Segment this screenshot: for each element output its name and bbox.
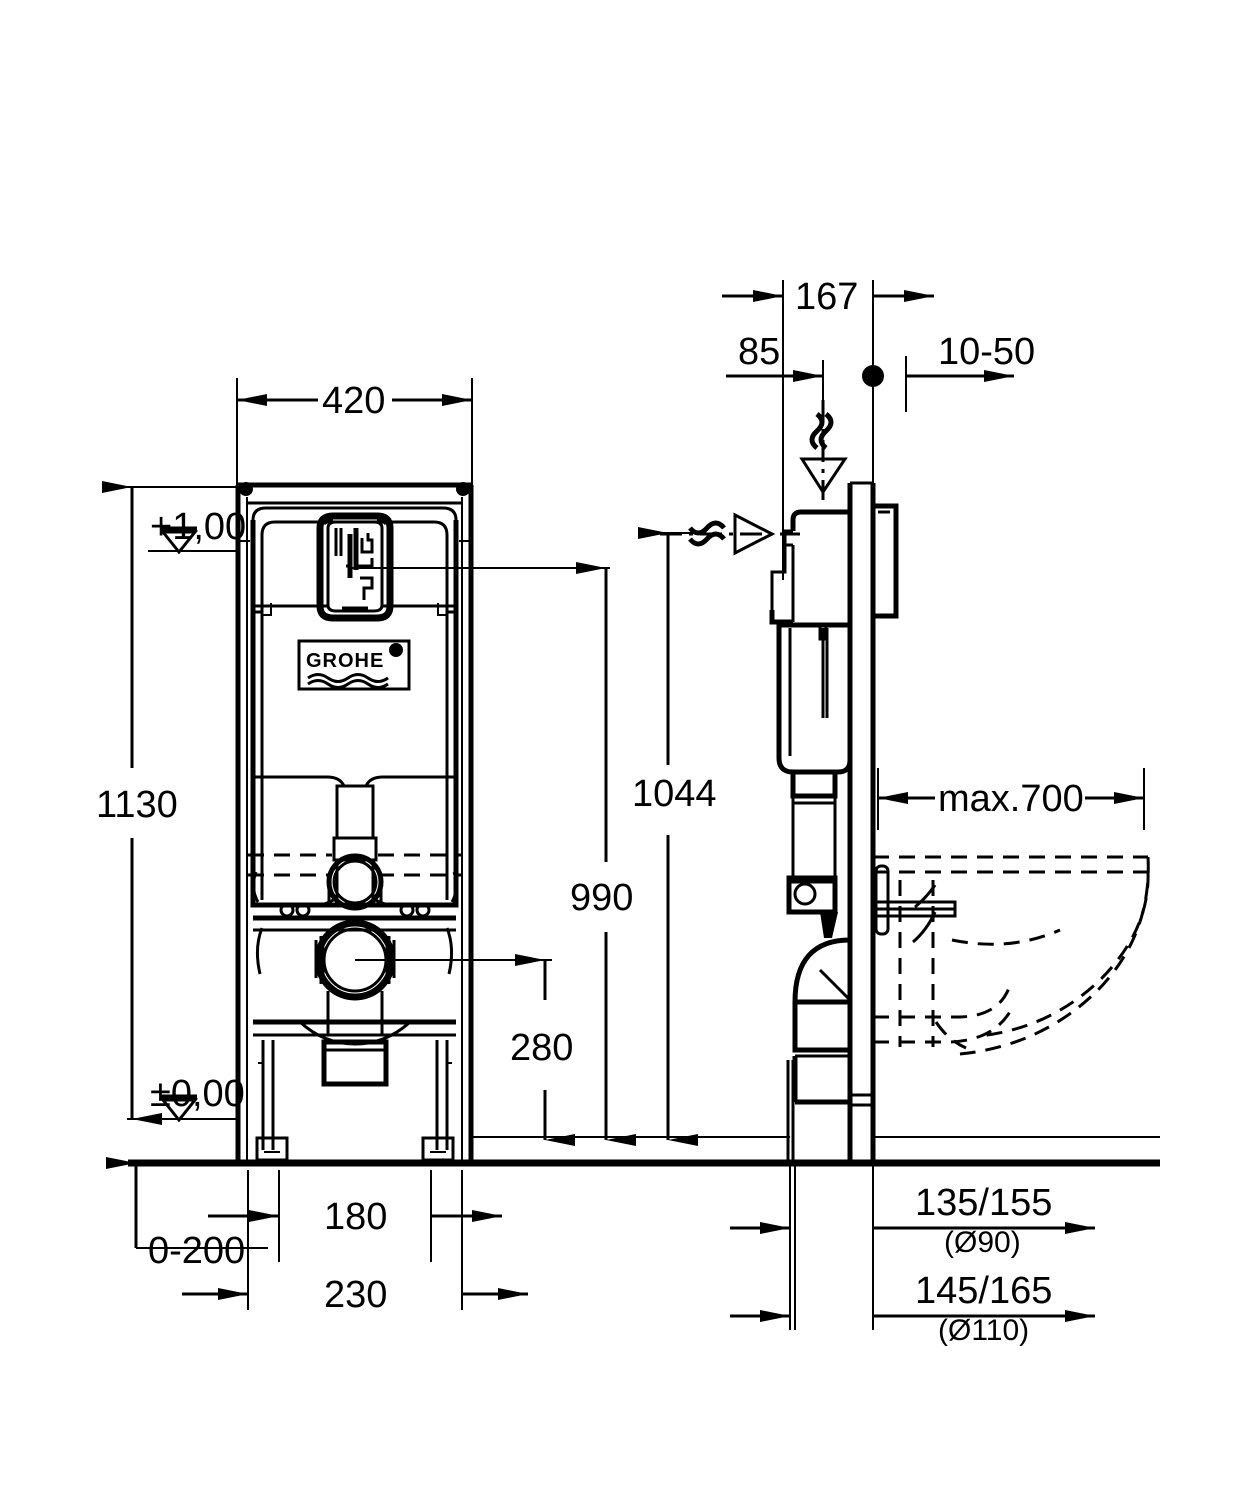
flush-valve-mechanism [334,528,374,600]
frame-top-rail [237,482,472,505]
dimension-85: 85 [726,331,824,412]
dimension-label-145-165: 145/165 [915,1270,1052,1312]
side-flush-pipe [786,769,838,915]
front-elevation-view: 420 [96,378,1160,1316]
dimension-280: 280 [470,954,575,1146]
dimension-135-155: 135/155 (Ø90) [730,1182,1095,1259]
dimension-420: 420 [237,380,472,422]
dimension-1130: 1130 [96,481,178,1125]
dimension-label-230: 230 [324,1274,387,1316]
fixing-point-top-left [239,482,253,496]
dimension-label-135-155: 135/155 [915,1182,1052,1224]
dimension-label-max-700: max.700 [938,778,1084,820]
dimension-label-280: 280 [510,1027,573,1069]
grohe-wordmark: GROHE [306,650,384,672]
dimension-label-1130: 1130 [96,784,178,826]
bolt-holes [279,902,431,918]
flush-pipe [253,775,456,905]
level-label-plus-1-00: +1,00 [150,506,246,548]
water-supply-symbol-horizontal [660,512,800,556]
dimension-label-990: 990 [570,877,633,919]
adjustable-legs [255,1040,455,1162]
actuator-opening [316,512,394,622]
lower-crossbars [253,1019,456,1037]
level-label-plus-minus-0-00: ±0,00 [150,1073,245,1115]
wc-outlet-pipe [298,919,545,1087]
dimension-1044: 1044 [632,527,717,1146]
side-cistern-tank [776,622,853,775]
dimension-label-180: 180 [324,1196,387,1238]
water-supply-symbol-vertical [799,400,848,500]
wall-plate-slot [874,864,890,936]
outlet-extension-lines [789,1163,874,1330]
wc-bowl-outline [871,855,1150,1056]
fixing-point-top-right [456,482,470,496]
side-outlet-bend [786,912,876,1163]
dimension-max-700: max.700 [877,768,1145,830]
wall-mounting-plate [847,481,876,1163]
level-marker-plus-minus-0-00: ±0,00 [127,1073,245,1123]
dimension-10-50: 10-50 [862,331,1035,412]
grohe-logo-dot [389,643,403,657]
side-actuator-housing [769,503,899,625]
frame-side-rails [235,485,474,1160]
dimension-145-165: 145/165 (Ø110) [730,1270,1095,1347]
dimension-label-d90: (Ø90) [944,1226,1021,1259]
level-marker-plus-1-00: +1,00 [127,486,246,555]
side-elevation-view: 167 85 10-50 [660,276,1160,1347]
dimension-label-0-200: 0-200 [148,1230,245,1272]
dimension-label-10-50: 10-50 [938,331,1035,373]
dimension-label-d110: (Ø110) [938,1314,1029,1347]
dimension-230: 230 [182,1170,528,1316]
dimension-0-200: 0-200 [106,1157,268,1272]
dimension-label-420: 420 [322,380,385,422]
hidden-lines-cistern-base [248,853,462,903]
grohe-logo-plate: GROHE [297,639,411,691]
dimension-990: 990 [570,562,636,1146]
dimension-180: 180 [208,1170,502,1262]
dimension-label-167: 167 [795,276,858,318]
dimension-label-85: 85 [738,331,780,373]
dimension-label-1044: 1044 [632,773,717,815]
